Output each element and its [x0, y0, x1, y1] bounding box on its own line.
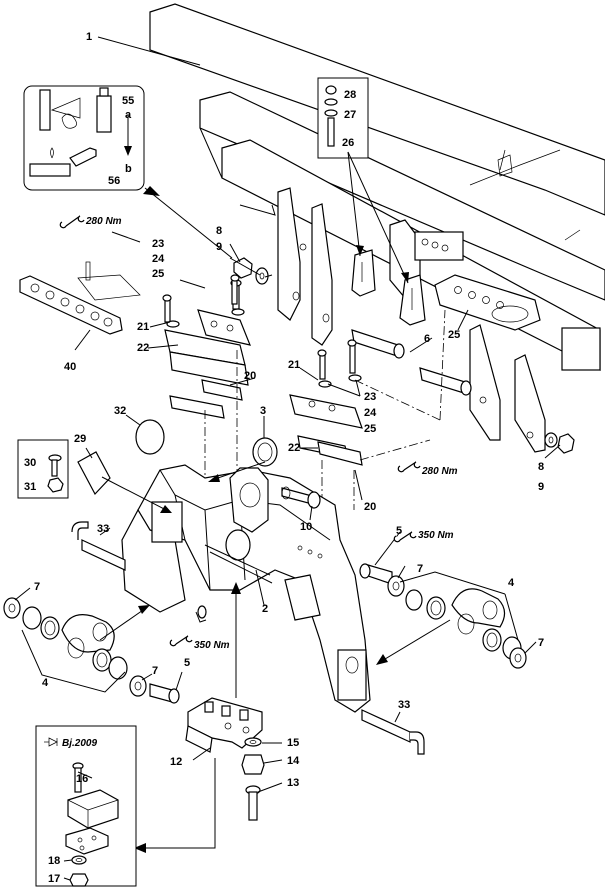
bushing-3 — [252, 437, 278, 467]
callout-7: 7 — [538, 637, 544, 649]
swing-arm-2 — [121, 464, 371, 713]
callout-22: 22 — [137, 342, 149, 354]
frame-bracket-left — [277, 187, 333, 346]
pin-33-left — [71, 521, 126, 571]
hardware-inset-30-31 — [17, 439, 69, 499]
callout-21: 21 — [288, 359, 300, 371]
callout-4: 4 — [42, 677, 49, 689]
wrench-icon — [397, 461, 421, 473]
callout-56: 56 — [108, 175, 120, 187]
alignment-lines — [204, 309, 446, 520]
callout-13: 13 — [287, 777, 299, 789]
callout-labels: 1 2 3 4 4 5 5 6 7 7 7 7 8 8 9 9 10 12 13… — [24, 31, 544, 885]
bushing-set-left — [3, 597, 128, 680]
clamp-plates-right — [289, 339, 363, 466]
pin-10 — [281, 486, 321, 509]
callout-31: 31 — [24, 481, 36, 493]
callout-33: 33 — [398, 699, 410, 711]
lower-bracket-12 — [185, 697, 263, 753]
callout-16: 16 — [76, 773, 88, 785]
callout-4: 4 — [508, 577, 515, 589]
nut-washer-right — [544, 432, 575, 454]
callout-9: 9 — [538, 481, 544, 493]
callout-23: 23 — [152, 238, 164, 250]
callout-17: 17 — [48, 873, 60, 885]
callout-25: 25 — [448, 329, 460, 341]
wrench-icon — [59, 215, 85, 229]
callout-1: 1 — [86, 31, 92, 43]
callout-30: 30 — [24, 457, 36, 469]
pin-33-right — [361, 709, 425, 755]
callout-55: 55 — [122, 95, 134, 107]
inset-year-label: Bj.2009 — [62, 738, 97, 749]
callout-20: 20 — [244, 370, 256, 382]
perforated-plate-40 — [19, 261, 141, 335]
callout-23: 23 — [364, 391, 376, 403]
callout-40: 40 — [64, 361, 76, 373]
bolt-stack-13-15 — [241, 737, 265, 821]
leader-lines — [14, 36, 561, 881]
callout-9: 9 — [216, 241, 222, 253]
callout-8: 8 — [538, 461, 544, 473]
torque-label: 280 Nm — [421, 466, 458, 477]
callout-3: 3 — [260, 405, 266, 417]
callout-2: 2 — [262, 603, 268, 615]
callout-5: 5 — [396, 525, 402, 537]
frame-bracket-right — [389, 219, 546, 453]
wrench-icon — [169, 635, 193, 647]
pin-5-right — [359, 563, 405, 597]
pin-6 — [351, 329, 472, 396]
callout-29: 29 — [74, 433, 86, 445]
assembly-arrow-up — [231, 582, 241, 698]
callout-7: 7 — [152, 665, 158, 677]
callout-8: 8 — [216, 225, 222, 237]
callout-32: 32 — [114, 405, 126, 417]
cap-32 — [135, 419, 165, 455]
callout-21: 21 — [137, 321, 149, 333]
torque-label: 350 Nm — [194, 640, 230, 651]
bushing-set-right — [405, 588, 527, 669]
callout-25: 25 — [364, 423, 376, 435]
torque-label: 350 Nm — [418, 530, 454, 541]
callout-28: 28 — [344, 89, 356, 101]
threadlock-inset — [23, 85, 233, 259]
torque-labels: 280 Nm 280 Nm 350 Nm 350 Nm — [85, 216, 458, 651]
callout-26: 26 — [342, 137, 354, 149]
callout-27: 27 — [344, 109, 356, 121]
inset-box-bj2009 — [35, 725, 137, 887]
callout-24: 24 — [152, 253, 165, 265]
callout-22: 22 — [288, 442, 300, 454]
callout-7: 7 — [417, 563, 423, 575]
hardware-inset-26-28 — [317, 77, 409, 284]
pin-5-left — [129, 675, 180, 704]
callout-18: 18 — [48, 855, 60, 867]
callout-24: 24 — [364, 407, 377, 419]
callout-25: 25 — [152, 268, 164, 280]
callout-7: 7 — [34, 581, 40, 593]
callout-6: 6 — [424, 333, 430, 345]
callout-5: 5 — [184, 657, 190, 669]
plate-29 — [77, 451, 111, 496]
plate-25-right — [434, 274, 541, 331]
hook-bracket-26 — [351, 249, 426, 326]
callout-b: b — [125, 163, 132, 175]
callout-12: 12 — [170, 756, 182, 768]
assembly-arrows — [99, 461, 451, 853]
callout-10: 10 — [300, 521, 312, 533]
callout-a: a — [125, 109, 132, 121]
callout-14: 14 — [287, 755, 300, 767]
callout-33: 33 — [97, 523, 109, 535]
wrench-icon — [393, 531, 417, 543]
callout-15: 15 — [287, 737, 299, 749]
callout-20: 20 — [364, 501, 376, 513]
torque-label: 280 Nm — [85, 216, 122, 227]
